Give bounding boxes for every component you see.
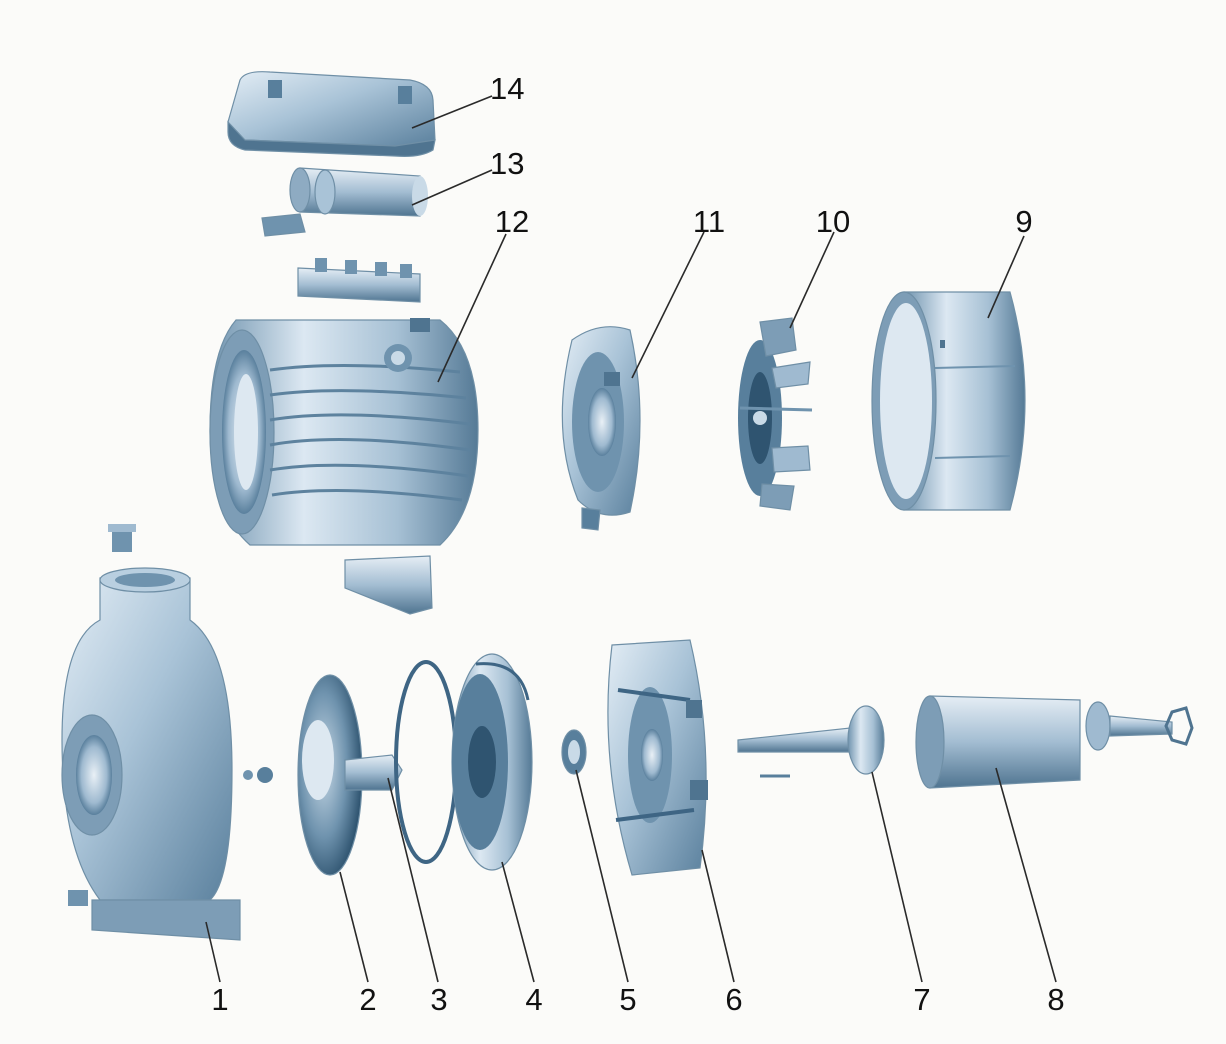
callout-7: 7 xyxy=(913,982,930,1017)
leader-8 xyxy=(995,767,1057,983)
leader-14 xyxy=(411,95,493,129)
leader-4 xyxy=(501,861,535,983)
callout-11: 11 xyxy=(693,204,725,239)
part-10-cooling-fan xyxy=(738,317,813,511)
part-14-terminal-box-cover xyxy=(227,71,436,157)
callout-12: 12 xyxy=(495,204,529,239)
part-4-diffuser xyxy=(451,653,533,871)
part-12-motor-housing xyxy=(209,318,479,546)
callout-6: 6 xyxy=(725,982,742,1017)
callout-4: 4 xyxy=(525,982,542,1017)
leader-3 xyxy=(387,777,439,983)
callout-3: 3 xyxy=(430,982,447,1017)
leader-7 xyxy=(871,771,923,983)
callout-1: 1 xyxy=(211,982,228,1017)
leader-10 xyxy=(789,231,835,329)
part-3-o-ring xyxy=(394,660,458,864)
part-13-capacitor xyxy=(261,167,428,237)
leader-2 xyxy=(339,871,369,983)
part-7-8-rotor-shaft xyxy=(737,695,1194,789)
callout-8: 8 xyxy=(1047,982,1064,1017)
callout-14: 14 xyxy=(490,71,524,106)
leader-11 xyxy=(631,231,705,379)
leader-5 xyxy=(575,769,629,983)
callout-10: 10 xyxy=(816,204,850,239)
leader-6 xyxy=(701,849,735,983)
terminal-block xyxy=(297,258,421,303)
callout-9: 9 xyxy=(1015,204,1032,239)
callout-2: 2 xyxy=(359,982,376,1017)
callout-5: 5 xyxy=(619,982,636,1017)
part-6-front-bracket xyxy=(607,639,708,876)
part-9-fan-cover xyxy=(871,291,1026,511)
leader-1 xyxy=(205,921,221,983)
part-11-rear-bracket xyxy=(561,326,641,531)
part-1-pump-casing xyxy=(61,524,273,941)
callout-13: 13 xyxy=(490,146,524,181)
callout-labels: 14 13 12 11 10 9 1 2 3 4 5 6 7 8 xyxy=(211,71,1064,1017)
leader-13 xyxy=(411,169,493,206)
leader-12 xyxy=(437,233,507,383)
leader-lines xyxy=(205,95,1057,983)
motor-foot xyxy=(344,555,433,615)
part-5-mechanical-seal xyxy=(561,729,587,775)
part-2-impeller xyxy=(297,674,403,876)
leader-9 xyxy=(987,235,1025,319)
